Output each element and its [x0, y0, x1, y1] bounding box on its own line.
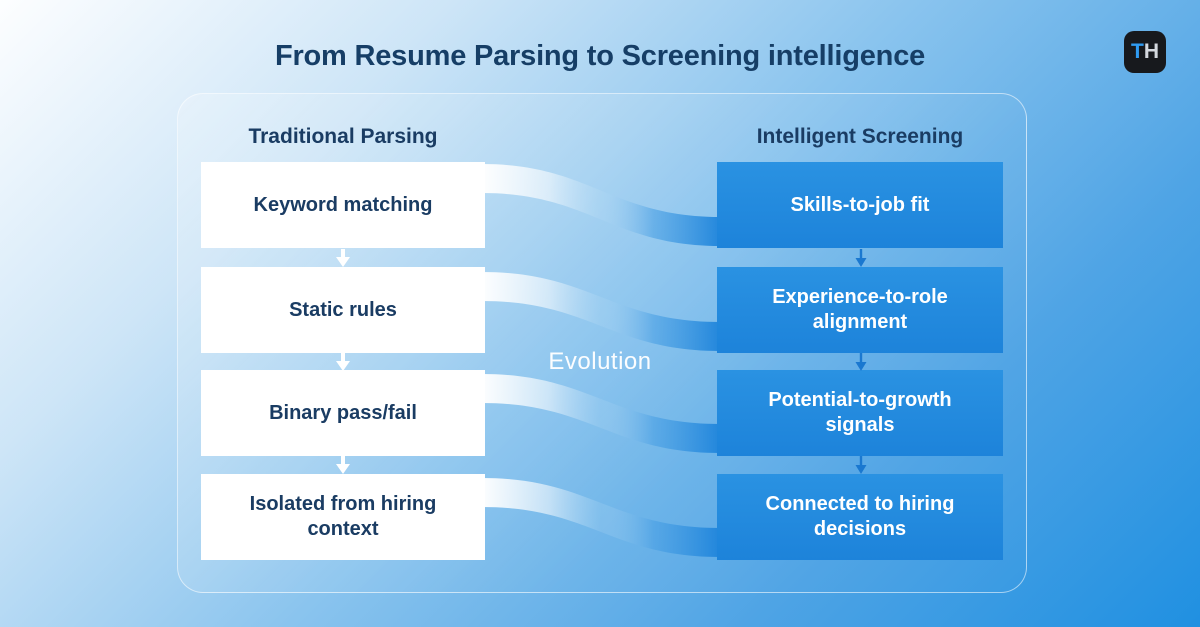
flow-box-isolated-context: Isolated from hiring context	[201, 474, 485, 560]
ribbon-1	[482, 164, 720, 246]
logo-letter-t: T	[1131, 40, 1144, 63]
down-arrow-icon	[855, 456, 867, 474]
down-arrow-icon	[336, 456, 350, 474]
down-arrow-icon	[336, 249, 350, 267]
ribbon-2	[482, 272, 720, 351]
flow-box-binary-pass-fail: Binary pass/fail	[201, 370, 485, 456]
flow-box-static-rules: Static rules	[201, 267, 485, 353]
ribbon-4	[482, 478, 720, 557]
logo-letter-h: H	[1143, 40, 1159, 63]
down-arrow-icon	[855, 249, 867, 267]
left-column-header: Traditional Parsing	[248, 125, 438, 148]
flow-box-skills-to-job-fit: Skills-to-job fit	[717, 162, 1003, 248]
flow-box-connected-decisions: Connected to hiring decisions	[717, 474, 1003, 560]
down-arrow-icon	[336, 353, 350, 371]
right-column-header: Intelligent Screening	[756, 125, 964, 148]
page-title: From Resume Parsing to Screening intelli…	[274, 40, 926, 72]
flow-box-keyword-matching: Keyword matching	[201, 162, 485, 248]
flow-box-potential-signals: Potential-to-growth signals	[717, 370, 1003, 456]
down-arrow-icon	[855, 353, 867, 371]
flow-box-experience-alignment: Experience-to-role alignment	[717, 267, 1003, 353]
ribbon-3	[482, 374, 720, 453]
evolution-label: Evolution	[548, 348, 652, 375]
